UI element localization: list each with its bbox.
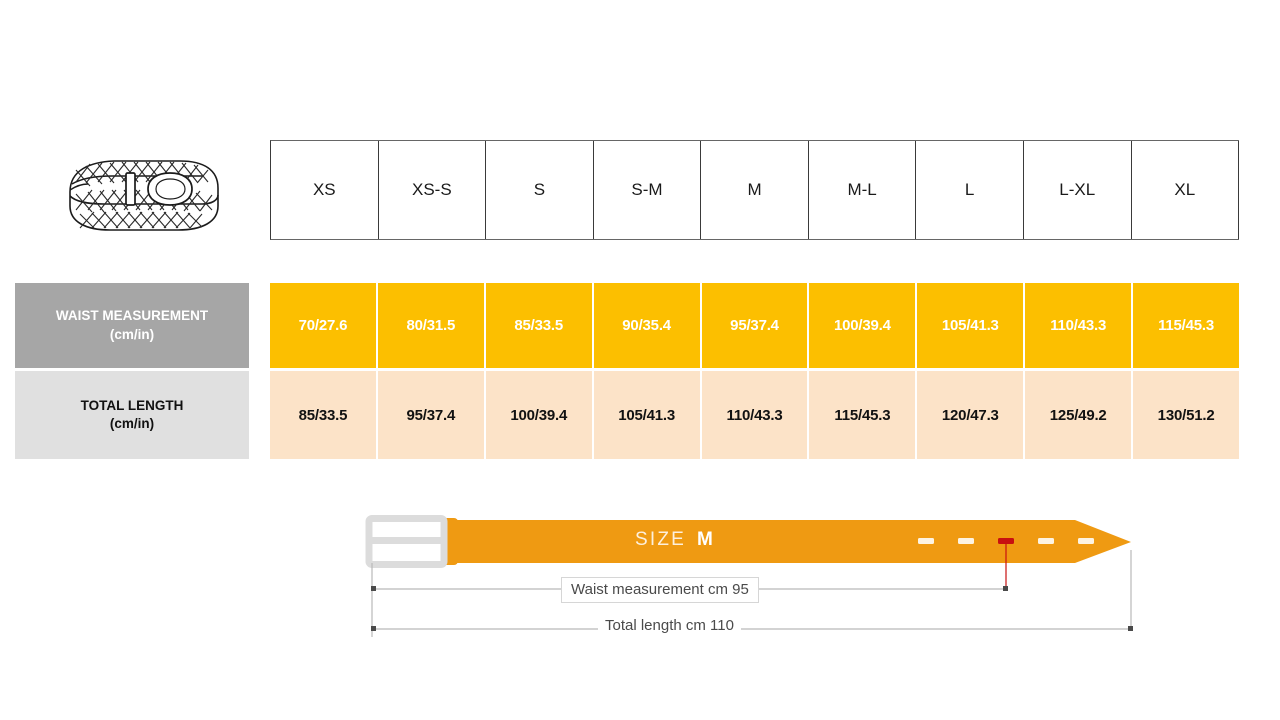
length-value-cell: 105/41.3 bbox=[593, 371, 700, 459]
row-label-unit: (cm/in) bbox=[109, 416, 155, 431]
size-header-cell: M-L bbox=[809, 141, 917, 239]
row-label-unit: (cm/in) bbox=[109, 326, 155, 342]
size-header-cell: XS bbox=[271, 141, 379, 239]
product-illustration bbox=[52, 140, 232, 245]
total-length-dimension-label: Total length cm 110 bbox=[598, 617, 741, 634]
waist-value-cell: 70/27.6 bbox=[270, 283, 376, 368]
belt-hole bbox=[918, 538, 934, 544]
size-header-cell: XL bbox=[1132, 141, 1240, 239]
belt-hole bbox=[1078, 538, 1094, 544]
total-length-row: TOTAL LENGTH (cm/in) 85/33.5 95/37.4 100… bbox=[0, 371, 1280, 459]
length-value-cell: 100/39.4 bbox=[485, 371, 592, 459]
belt-diagram-svg bbox=[365, 515, 1133, 637]
waist-dimension-label: Waist measurement cm 95 bbox=[561, 577, 759, 603]
length-value-cell: 125/49.2 bbox=[1025, 371, 1132, 459]
belt-hole bbox=[1038, 538, 1054, 544]
waist-measurement-label: WAIST MEASUREMENT (cm/in) bbox=[15, 283, 249, 368]
braided-belt-icon bbox=[69, 160, 219, 231]
buckle-prong-bar bbox=[369, 537, 444, 544]
total-length-value-cells: 85/33.5 95/37.4 100/39.4 105/41.3 110/43… bbox=[270, 371, 1240, 459]
length-value-cell: 95/37.4 bbox=[377, 371, 484, 459]
total-length-label: TOTAL LENGTH (cm/in) bbox=[15, 371, 249, 459]
waist-value-cells: 70/27.6 80/31.5 85/33.5 90/35.4 95/37.4 … bbox=[270, 283, 1240, 368]
size-header-cell: L bbox=[916, 141, 1024, 239]
waist-value-cell: 115/45.3 bbox=[1133, 283, 1240, 368]
dimension-endpoint bbox=[371, 626, 376, 631]
waist-value-cell: 100/39.4 bbox=[809, 283, 916, 368]
row-label-text: WAIST MEASUREMENT bbox=[55, 308, 209, 324]
belt-measurement-diagram: SIZE M Waist measurement cm 95 Total len… bbox=[350, 505, 1170, 655]
length-value-cell: 130/51.2 bbox=[1133, 371, 1240, 459]
dimension-endpoint bbox=[1003, 586, 1008, 591]
length-value-cell: 85/33.5 bbox=[270, 371, 376, 459]
waist-value-cell: 85/33.5 bbox=[485, 283, 592, 368]
length-value-cell: 120/47.3 bbox=[917, 371, 1024, 459]
size-header-cell: S bbox=[486, 141, 594, 239]
size-header-cell: XS-S bbox=[379, 141, 487, 239]
waist-value-cell: 80/31.5 bbox=[377, 283, 484, 368]
size-header-cell: M bbox=[701, 141, 809, 239]
waist-measurement-row: WAIST MEASUREMENT (cm/in) 70/27.6 80/31.… bbox=[0, 283, 1280, 368]
belt-strap bbox=[450, 520, 1131, 563]
waist-value-cell: 90/35.4 bbox=[593, 283, 700, 368]
waist-value-cell: 105/41.3 bbox=[917, 283, 1024, 368]
size-header-cell: S-M bbox=[594, 141, 702, 239]
length-value-cell: 110/43.3 bbox=[701, 371, 808, 459]
belt-hole-active bbox=[998, 538, 1014, 544]
size-header-cell: L-XL bbox=[1024, 141, 1132, 239]
size-header-table: XS XS-S S S-M M M-L L L-XL XL bbox=[270, 140, 1240, 240]
row-label-text: TOTAL LENGTH bbox=[80, 397, 184, 413]
waist-value-cell: 95/37.4 bbox=[701, 283, 808, 368]
length-value-cell: 115/45.3 bbox=[809, 371, 916, 459]
dimension-endpoint bbox=[371, 586, 376, 591]
waist-value-cell: 110/43.3 bbox=[1025, 283, 1132, 368]
belt-hole bbox=[958, 538, 974, 544]
dimension-endpoint bbox=[1128, 626, 1133, 631]
